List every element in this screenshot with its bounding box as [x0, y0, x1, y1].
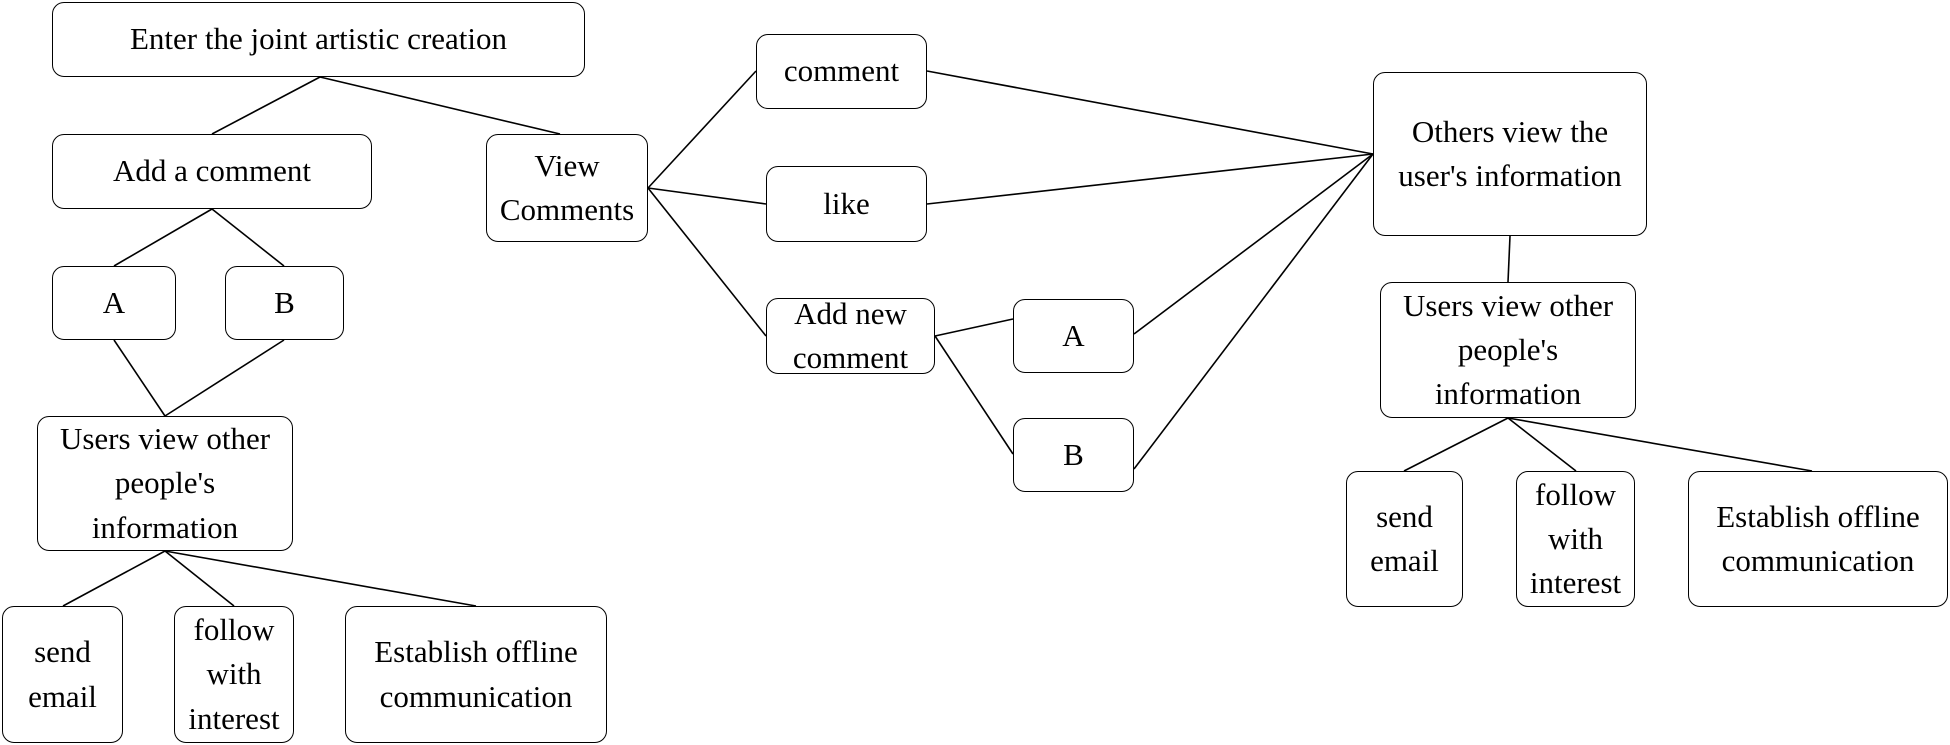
node-add-a-comment: Add a comment: [52, 134, 372, 209]
edge-view-comments-to-add-new: [647, 187, 767, 337]
edge-add-new-to-b: [934, 335, 1014, 455]
node-left-a: A: [52, 266, 176, 340]
node-left-establish-offline-communication: Establish offline communication: [345, 606, 607, 743]
edge-users-view-to-send-email: [62, 550, 166, 607]
edge-a-to-users-view: [113, 339, 166, 417]
edge-users-view-to-offline-right: [1507, 417, 1813, 472]
edge-add-comment-to-b: [211, 208, 285, 267]
edge-users-view-to-follow: [164, 550, 235, 607]
edge-users-view-to-send-email-right: [1403, 417, 1509, 472]
edge-view-comments-to-comment: [647, 70, 757, 189]
node-right-establish-offline-communication: Establish offline communication: [1688, 471, 1948, 607]
node-others-view-users-info: Others view the user's information: [1373, 72, 1647, 236]
node-add-new-comment: Add new comment: [766, 296, 935, 375]
node-left-users-view-others-info: Users view other people's information: [37, 416, 293, 551]
edge-a-to-others-view: [1133, 153, 1374, 335]
node-right-send-email: send email: [1346, 471, 1463, 607]
node-like: like: [766, 166, 927, 242]
node-view-comments: View Comments: [486, 134, 648, 242]
node-middle-b: B: [1013, 418, 1134, 492]
node-middle-a: A: [1013, 299, 1134, 373]
edge-like-to-others-view: [926, 153, 1374, 205]
edge-others-view-to-users-view: [1507, 235, 1511, 283]
edge-comment-to-others-view: [926, 70, 1374, 155]
edge-enter-to-add-comment: [211, 76, 321, 135]
edge-users-view-to-offline: [164, 550, 477, 607]
node-left-b: B: [225, 266, 344, 340]
edge-users-view-to-follow-right: [1507, 417, 1577, 472]
node-right-follow-with-interest: follow with interest: [1516, 471, 1635, 607]
edge-add-new-to-a: [934, 318, 1014, 337]
node-enter-joint-artistic-creation: Enter the joint artistic creation: [52, 2, 585, 77]
edge-add-comment-to-a: [113, 208, 213, 267]
node-comment: comment: [756, 34, 927, 109]
edge-b-to-users-view: [164, 339, 285, 417]
edge-b-to-others-view: [1133, 153, 1374, 470]
edge-view-comments-to-like: [647, 187, 767, 205]
node-left-follow-with-interest: follow with interest: [174, 606, 294, 743]
node-right-users-view-others-info: Users view other people's information: [1380, 282, 1636, 418]
node-left-send-email: send email: [2, 606, 123, 743]
edge-enter-to-view-comments: [319, 76, 561, 135]
